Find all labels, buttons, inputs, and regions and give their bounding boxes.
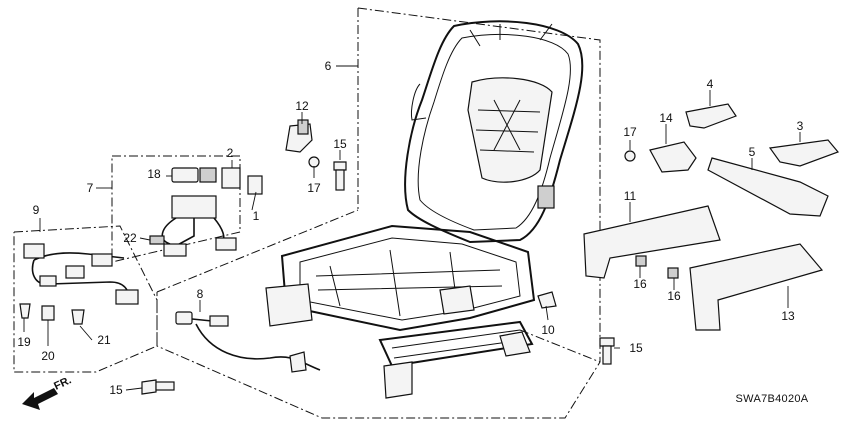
callout-12: 12 [295,99,309,113]
callout-16-right: 16 [667,289,681,303]
callout-15-right: 15 [629,341,643,355]
callout-3: 3 [797,119,804,133]
callout-11: 11 [624,189,637,203]
callout-13: 13 [781,309,795,323]
diagram-code: SWA7B4020A [736,393,809,405]
callout-21: 21 [97,333,111,347]
callout-17-center: 17 [307,181,321,195]
side-covers [537,103,840,331]
callout-9: 9 [33,203,40,217]
callout-18: 18 [147,167,161,181]
callout-10: 10 [541,323,555,337]
callout-16-left: 16 [633,277,647,291]
callout-14: 14 [659,111,673,125]
seat-cushion-frame [265,224,536,399]
callout-20: 20 [41,349,55,363]
callout-1: 1 [253,209,260,223]
callout-17-right: 17 [623,125,637,139]
wire-harness-9 [19,243,139,325]
group-boundaries [13,7,601,419]
callout-15-top: 15 [333,137,347,151]
seat-back-frame [404,20,584,244]
callout-5: 5 [749,145,756,159]
front-arrow-icon [22,388,58,410]
callout-4: 4 [707,77,714,91]
callout-15-left: 15 [109,383,123,397]
callout-2: 2 [227,146,234,160]
callout-7: 7 [87,181,94,195]
callout-22: 22 [123,231,137,245]
callout-6: 6 [325,59,332,73]
front-direction-label: FR. [52,374,73,392]
callout-numbers: 1 2 3 4 5 6 7 8 9 10 11 12 13 14 15 15 1… [17,59,803,397]
bracket-and-bolts [141,119,636,395]
leader-lines [23,65,801,391]
callout-8: 8 [197,287,204,301]
wire-harness-8 [175,311,321,373]
callout-19: 19 [17,335,31,349]
front-direction-arrow: FR. [22,374,73,410]
wire-harness-group [149,167,263,257]
